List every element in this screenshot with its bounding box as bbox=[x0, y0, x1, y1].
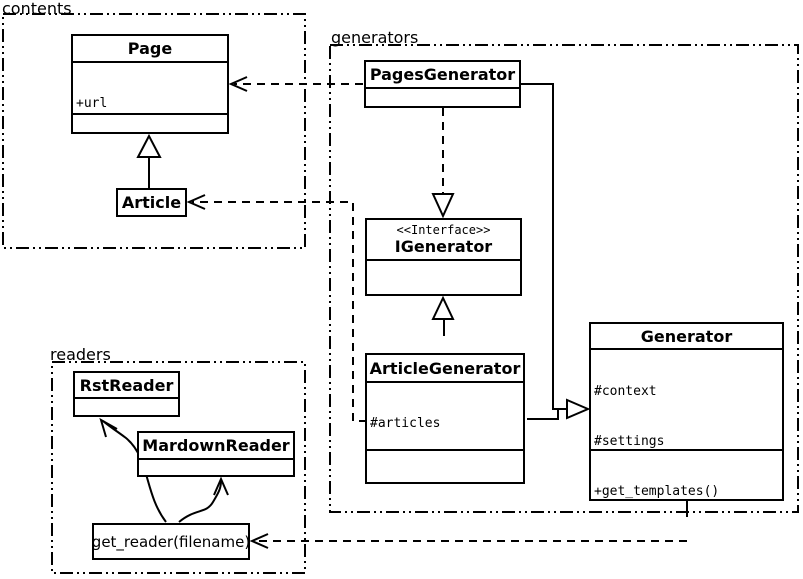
relation-pagesgenerator-extends-generator bbox=[520, 83, 567, 410]
class-igenerator-methods: +generate_context() +generate_output() bbox=[367, 261, 520, 294]
class-igenerator-name: IGenerator bbox=[394, 237, 493, 256]
arrowhead-getreader-dependency bbox=[249, 533, 269, 549]
generalization-triangle-page bbox=[136, 133, 162, 158]
class-page-methods: +check_properties() bbox=[73, 115, 227, 132]
class-articlegenerator-title: ArticleGenerator bbox=[367, 355, 523, 383]
arrowhead-rstreader bbox=[99, 417, 118, 438]
generalization-triangle-generator bbox=[566, 398, 591, 420]
relation-getreader-to-mardownreader bbox=[178, 480, 222, 523]
class-generator-methods: +get_templates() +get_files(path,exclude… bbox=[591, 451, 782, 499]
arrowhead-mardownreader bbox=[213, 476, 229, 496]
class-mardownreader-title: MardownReader bbox=[139, 433, 293, 460]
node-get-reader: get_reader(filename) bbox=[92, 523, 250, 560]
relation-articlegenerator-depends-article bbox=[192, 201, 367, 422]
class-article: Article bbox=[116, 188, 187, 217]
package-label-readers: readers bbox=[50, 345, 111, 364]
relation-getreader-to-rstreader bbox=[102, 420, 167, 523]
class-attribute: +url bbox=[76, 96, 108, 111]
class-article-title: Article bbox=[121, 193, 182, 212]
class-articlegenerator: ArticleGenerator #articles #dates #tags … bbox=[365, 353, 525, 484]
class-rstreader: RstReader +read() bbox=[73, 371, 180, 417]
class-generator-title: Generator bbox=[591, 324, 782, 350]
class-rstreader-title: RstReader bbox=[75, 373, 178, 399]
realization-triangle-igenerator-bottom bbox=[431, 295, 455, 320]
class-generator-attributes: #context #settings #path #theme #output_… bbox=[591, 350, 782, 451]
class-articlegenerator-attributes: #articles #dates #tags #categories bbox=[367, 383, 523, 451]
class-pagesgenerator: PagesGenerator #pages bbox=[364, 60, 521, 108]
class-attribute: #context bbox=[594, 384, 657, 399]
interface-stereotype: <<Interface>> bbox=[396, 223, 491, 237]
package-contents-border bbox=[2, 13, 306, 249]
class-attribute: #settings bbox=[594, 433, 665, 449]
arrowhead-article-dependency bbox=[186, 194, 206, 210]
class-igenerator: <<Interface>> IGenerator +generate_conte… bbox=[365, 218, 522, 296]
class-page-title: Page bbox=[73, 36, 227, 63]
class-page: Page +url +slug +summary +check_properti… bbox=[71, 34, 229, 134]
package-label-contents: contents bbox=[2, 0, 72, 18]
package-readers-border bbox=[51, 361, 306, 574]
class-rstreader-methods: +read() bbox=[75, 399, 178, 415]
realization-triangle-igenerator-top bbox=[431, 193, 455, 219]
class-igenerator-title: <<Interface>> IGenerator bbox=[367, 220, 520, 261]
class-method: +get_templates() bbox=[594, 484, 720, 499]
relation-articlegenerator-extends-generator bbox=[527, 409, 559, 420]
class-pagesgenerator-attributes: #pages bbox=[366, 89, 519, 106]
class-mardownreader: MardownReader +read() bbox=[137, 431, 295, 477]
class-page-attributes: +url +slug +summary bbox=[73, 63, 227, 115]
class-mardownreader-methods: +read() bbox=[139, 460, 293, 475]
package-label-generators: generators bbox=[331, 28, 419, 47]
arrowhead-page-dependency bbox=[228, 76, 248, 92]
class-articlegenerator-methods: +generate_feeds() +generate_pages() bbox=[367, 451, 523, 482]
class-generator: Generator #context #settings #path #them… bbox=[589, 322, 784, 501]
class-pagesgenerator-title: PagesGenerator bbox=[366, 62, 519, 89]
class-attribute: #articles bbox=[370, 416, 441, 431]
package-generators-border bbox=[329, 44, 799, 513]
